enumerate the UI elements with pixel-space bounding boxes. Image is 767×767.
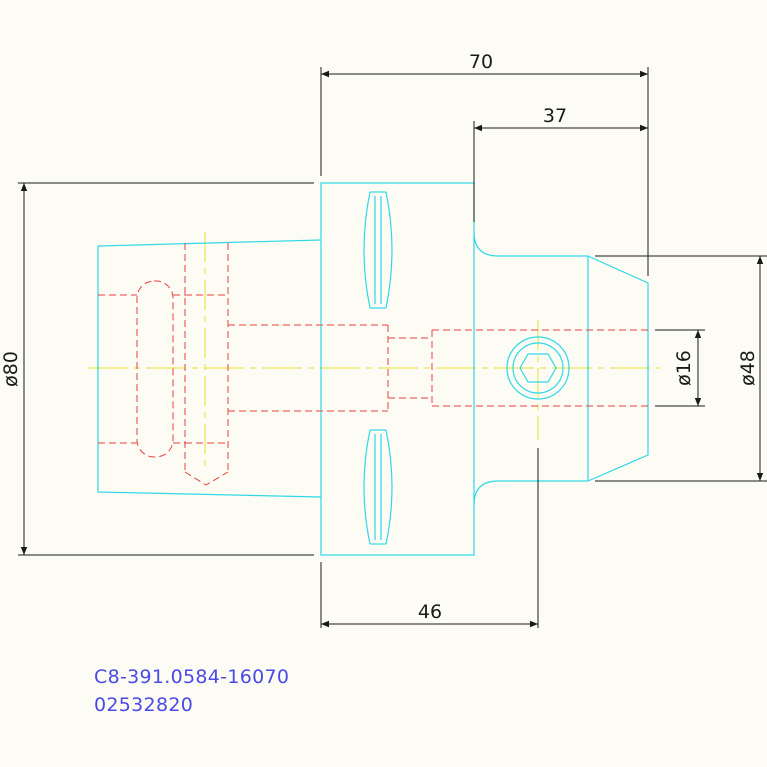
dim-bore-diameter: ø16 — [673, 350, 695, 386]
part-code: 02532820 — [94, 694, 194, 716]
dimension-lines — [18, 67, 767, 628]
dim-neck-length: 37 — [543, 105, 567, 127]
part-outline — [97, 182, 649, 556]
dim-overall-length: 70 — [469, 51, 493, 73]
dim-flange-diameter: ø80 — [0, 351, 22, 387]
center-lines — [88, 232, 660, 470]
dim-body-length: 46 — [418, 601, 442, 623]
part-number: C8-391.0584-16070 — [94, 666, 290, 688]
dim-neck-diameter: ø48 — [737, 350, 759, 386]
hidden-lines — [98, 243, 648, 486]
